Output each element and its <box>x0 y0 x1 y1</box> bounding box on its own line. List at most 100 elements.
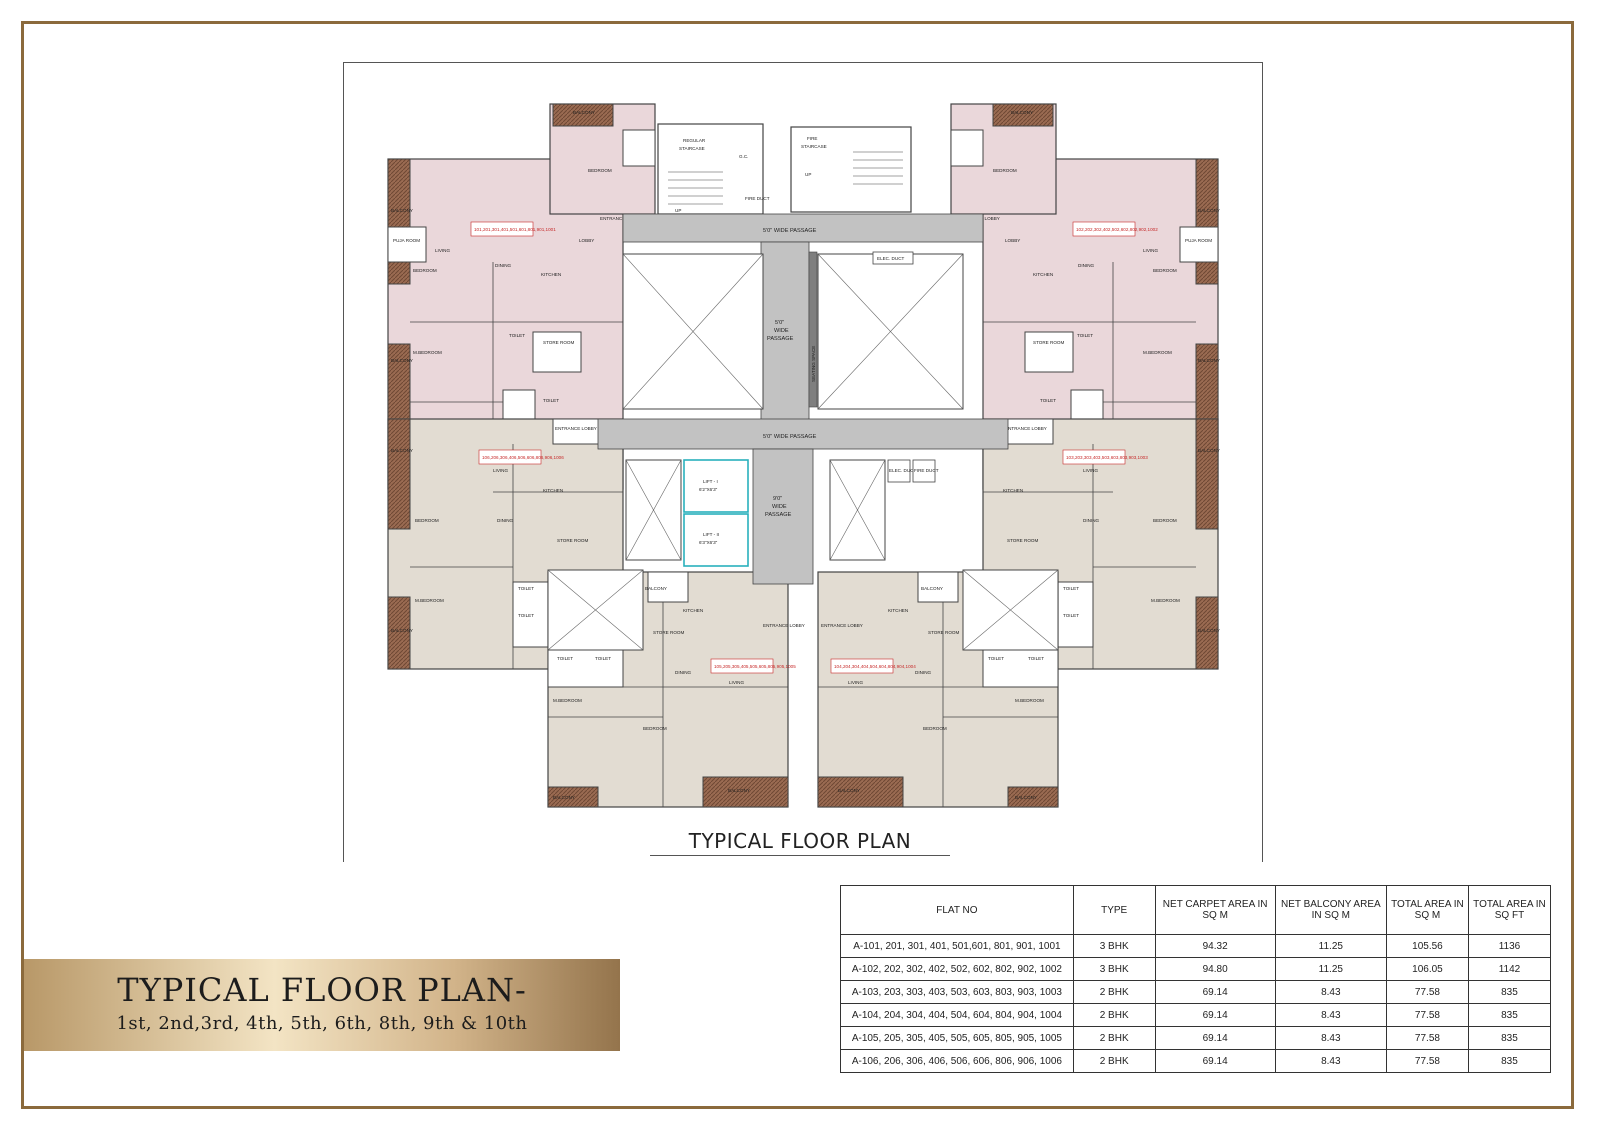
cell-total-sqm: 106.05 <box>1385 957 1469 981</box>
cell-total-sqft: 835 <box>1467 1026 1552 1050</box>
label-bedroom: BEDROOM <box>1153 518 1177 523</box>
cell-balcony-area: 8.43 <box>1274 1003 1387 1027</box>
label-dining: DINING <box>915 670 932 675</box>
label-balcony: BALCONY <box>1011 110 1033 115</box>
cell-carpet-area: 69.14 <box>1154 1003 1276 1027</box>
label-lower-passage-3: PASSAGE <box>765 512 792 518</box>
label-living: LIVING <box>729 680 744 685</box>
label-balcony: BALCONY <box>1198 358 1220 363</box>
label-store-room: STORE ROOM <box>557 538 588 543</box>
cell-balcony-area: 11.25 <box>1274 957 1387 981</box>
cell-flat-no: A-101, 201, 301, 401, 501,601, 801, 901,… <box>840 934 1074 958</box>
cell-type: 3 BHK <box>1072 934 1156 958</box>
label-toilet: TOILET <box>1063 613 1079 618</box>
fire-staircase: FIRE STAIRCASE UP <box>790 126 912 213</box>
label-m-bedroom: M.BEDROOM <box>415 598 444 603</box>
area-table: FLAT NO TYPE NET CARPET AREA IN SQ M NET… <box>840 885 1552 1073</box>
flat-tag-a101: 101,201,301,401,501,601,801,901,1001 <box>474 227 556 232</box>
label-regular-staircase-1: REGULAR <box>683 138 706 143</box>
label-dining: DINING <box>1078 263 1095 268</box>
lift-2: LIFT - II 6'3"X6'3" <box>683 513 749 567</box>
label-top-passage: 5'0" WIDE PASSAGE <box>763 228 817 234</box>
col-net-balcony-area: NET BALCONY AREA IN SQ M <box>1274 885 1387 935</box>
label-toilet: TOILET <box>1028 656 1044 661</box>
cell-total-sqm: 77.58 <box>1385 1049 1469 1073</box>
label-m-bedroom: M.BEDROOM <box>413 350 442 355</box>
label-bedroom: BEDROOM <box>643 726 667 731</box>
plan-sheet-border <box>343 62 1263 862</box>
label-lower-passage-2: WIDE <box>772 504 787 510</box>
cell-flat-no: A-103, 203, 303, 403, 503, 603, 803, 903… <box>840 980 1074 1004</box>
cell-total-sqm: 77.58 <box>1385 1026 1469 1050</box>
label-dining: DINING <box>1083 518 1100 523</box>
label-toilet: TOILET <box>543 398 559 403</box>
label-kitchen: KITCHEN <box>888 608 908 613</box>
label-balcony: BALCONY <box>553 795 575 800</box>
label-balcony: BALCONY <box>573 110 595 115</box>
passages: 5'0" WIDE PASSAGE 5'0" WIDE PASSAGE 5'0"… <box>597 213 1009 585</box>
label-bedroom: BEDROOM <box>588 168 612 173</box>
label-up-right: UP <box>805 172 811 177</box>
label-balcony: BALCONY <box>1015 795 1037 800</box>
banner-subtitle: 1st, 2nd,3rd, 4th, 5th, 6th, 8th, 9th & … <box>116 1013 528 1034</box>
label-fire-staircase-2: STAIRCASE <box>801 144 827 149</box>
label-dining: DINING <box>675 670 692 675</box>
label-store-room: STORE ROOM <box>1007 538 1038 543</box>
table-row: A-106, 206, 306, 406, 506, 606, 806, 906… <box>840 1049 1552 1073</box>
label-toilet: TOILET <box>988 656 1004 661</box>
cell-type: 2 BHK <box>1072 1026 1156 1050</box>
cell-carpet-area: 94.80 <box>1154 957 1276 981</box>
label-living: LIVING <box>435 248 450 253</box>
label-entrance-lobby: ENTRANCE LOBBY <box>555 426 597 431</box>
label-kitchen: KITCHEN <box>1033 272 1053 277</box>
label-puja-room: PUJA ROOM <box>393 238 420 243</box>
label-toilet: TOILET <box>1040 398 1056 403</box>
label-entrance-lobby: ENTRANCE LOBBY <box>763 623 805 628</box>
label-bedroom: BEDROOM <box>415 518 439 523</box>
label-toilet: TOILET <box>1077 333 1093 338</box>
flat-tag-a102: 102,202,302,402,502,602,802,902,1002 <box>1076 227 1158 232</box>
lift-1: LIFT - I 6'2"X6'3" <box>683 459 749 513</box>
label-living: LIVING <box>848 680 863 685</box>
cell-type: 3 BHK <box>1072 957 1156 981</box>
label-toilet: TOILET <box>509 333 525 338</box>
cell-flat-no: A-106, 206, 306, 406, 506, 606, 806, 906… <box>840 1049 1074 1073</box>
label-regular-staircase-2: STAIRCASE <box>679 146 705 151</box>
label-lower-passage-1: 9'0" <box>773 496 782 502</box>
area-table-header-row: FLAT NO TYPE NET CARPET AREA IN SQ M NET… <box>840 885 1552 935</box>
table-row: A-104, 204, 304, 404, 504, 604, 804, 904… <box>840 1003 1552 1027</box>
label-kitchen: KITCHEN <box>543 488 563 493</box>
label-toilet: TOILET <box>518 586 534 591</box>
label-kitchen: KITCHEN <box>541 272 561 277</box>
label-elec-duct-mid: ELEC. DUCT <box>889 468 917 473</box>
label-toilet: TOILET <box>518 613 534 618</box>
title-banner: TYPICAL FLOOR PLAN- 1st, 2nd,3rd, 4th, 5… <box>24 959 620 1051</box>
table-row: A-101, 201, 301, 401, 501,601, 801, 901,… <box>840 934 1552 958</box>
label-m-bedroom: M.BEDROOM <box>1015 698 1044 703</box>
label-balcony: BALCONY <box>1198 448 1220 453</box>
label-elec-duct-top: ELEC. DUCT <box>877 256 905 261</box>
cell-total-sqm: 77.58 <box>1385 1003 1469 1027</box>
label-balcony: BALCONY <box>391 358 413 363</box>
label-dining: DINING <box>495 263 512 268</box>
label-store-room: STORE ROOM <box>928 630 959 635</box>
label-middle-passage: 5'0" WIDE PASSAGE <box>763 434 817 440</box>
label-entrance-lobby: ENTRANCE LOBBY <box>600 216 642 221</box>
plan-caption: TYPICAL FLOOR PLAN <box>650 829 950 856</box>
label-lift-1-size: 6'2"X6'3" <box>699 487 718 492</box>
label-m-bedroom: M.BEDROOM <box>1151 598 1180 603</box>
cell-total-sqft: 1136 <box>1467 934 1552 958</box>
col-total-area-sqm: TOTAL AREA IN SQ M <box>1385 885 1469 935</box>
ducts: ELEC. DUCT ELEC. DUCT FIRE DUCT SEATING … <box>808 251 939 483</box>
label-dining: DINING <box>497 518 514 523</box>
label-balcony: BALCONY <box>1198 628 1220 633</box>
label-bedroom: BEDROOM <box>1153 268 1177 273</box>
label-entrance-lobby: ENTRANCE LOBBY <box>821 623 863 628</box>
label-store-room: STORE ROOM <box>1033 340 1064 345</box>
flat-tag-a104: 104,204,304,404,504,604,804,904,1004 <box>834 664 916 669</box>
cell-total-sqft: 1142 <box>1467 957 1552 981</box>
label-vertical-passage-2: WIDE <box>774 328 789 334</box>
label-balcony: BALCONY <box>391 208 413 213</box>
label-living: LIVING <box>1083 468 1098 473</box>
label-lobby: LOBBY <box>1005 238 1020 243</box>
